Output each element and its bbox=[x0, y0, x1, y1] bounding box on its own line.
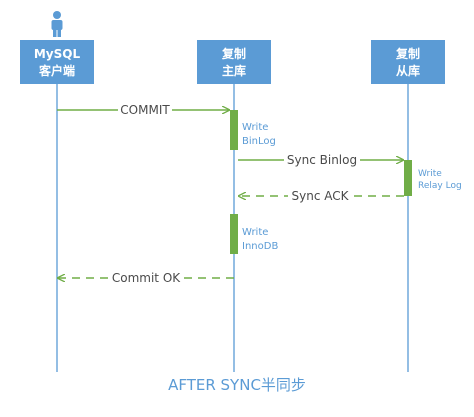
message-sync-ack-label: Sync ACK bbox=[292, 189, 350, 203]
activation-binlog: Write BinLog bbox=[230, 110, 276, 150]
activation-innodb: Write InnoDB bbox=[230, 214, 278, 254]
message-sync-ack: Sync ACK bbox=[239, 187, 404, 203]
participant-box-client bbox=[20, 40, 94, 84]
message-commit: COMMIT bbox=[57, 101, 229, 117]
participant-client-line2: 客户端 bbox=[38, 63, 75, 78]
participant-slave-line1: 复制 bbox=[395, 46, 420, 61]
message-commit-ok-label: Commit OK bbox=[112, 271, 181, 285]
activation-innodb-line1: Write bbox=[242, 227, 268, 238]
message-sync-binlog-label: Sync Binlog bbox=[287, 153, 357, 167]
participant-client-line1: MySQL bbox=[34, 47, 81, 61]
user-icon bbox=[51, 11, 63, 37]
participant-slave-line2: 从库 bbox=[396, 63, 420, 78]
participant-client: MySQL 客户端 bbox=[20, 40, 94, 84]
activation-bar bbox=[230, 214, 238, 254]
participant-slave: 复制 从库 bbox=[371, 40, 445, 84]
participant-box-master bbox=[197, 40, 271, 84]
diagram-caption: AFTER SYNC半同步 bbox=[168, 376, 306, 394]
participant-box-slave bbox=[371, 40, 445, 84]
message-commit-label: COMMIT bbox=[120, 103, 170, 117]
activation-bar bbox=[230, 110, 238, 150]
message-sync-binlog: Sync Binlog bbox=[238, 151, 403, 167]
participant-master: 复制 主库 bbox=[197, 40, 271, 84]
activation-relaylog-line2: Relay Log bbox=[418, 181, 462, 191]
participant-master-line2: 主库 bbox=[222, 63, 246, 78]
participant-master-line1: 复制 bbox=[221, 46, 246, 61]
activation-relaylog: Write Relay Log bbox=[404, 160, 462, 196]
activation-relaylog-line1: Write bbox=[418, 169, 442, 179]
activation-innodb-line2: InnoDB bbox=[242, 241, 278, 252]
activation-binlog-line2: BinLog bbox=[242, 136, 276, 147]
activation-binlog-line1: Write bbox=[242, 122, 268, 133]
message-commit-ok: Commit OK bbox=[58, 269, 234, 285]
activation-bar bbox=[404, 160, 412, 196]
